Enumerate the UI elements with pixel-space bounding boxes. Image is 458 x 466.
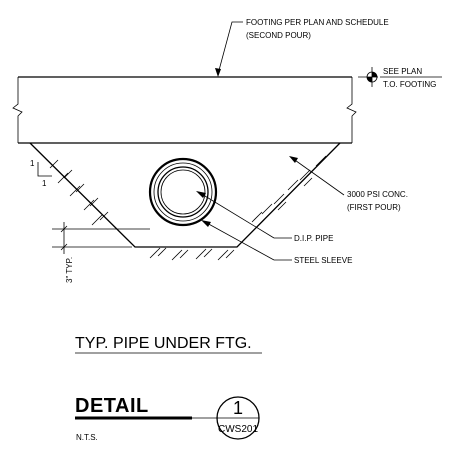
first-pour-trench <box>29 142 341 248</box>
detail-bubble: 1 CWS201 <box>216 396 260 440</box>
steel-sleeve-inner <box>153 162 213 222</box>
concrete-leader: 3000 PSI CONC. (FIRST POUR) <box>289 156 408 212</box>
concrete-note-line1: 3000 PSI CONC. <box>347 190 408 199</box>
typ-dimension: 3" TYP. <box>52 222 150 283</box>
pipe-assembly <box>148 157 218 227</box>
elevation-marker: SEE PLAN T.O. FOOTING <box>358 67 442 89</box>
sheet-reference: CWS201 <box>218 424 258 435</box>
see-plan-label: SEE PLAN <box>383 67 422 76</box>
detail-word: DETAIL <box>75 395 149 417</box>
steel-sleeve-outer <box>148 157 218 227</box>
detail-number: 1 <box>233 398 243 418</box>
footing-slab <box>12 76 357 144</box>
footing-note-line1: FOOTING PER PLAN AND SCHEDULE <box>246 18 389 27</box>
detail-title: TYP. PIPE UNDER FTG. <box>75 335 252 352</box>
dip-pipe-label: D.I.P. PIPE <box>294 234 333 243</box>
dip-pipe-leader: D.I.P. PIPE <box>196 191 333 243</box>
steel-sleeve-label: STEEL SLEEVE <box>294 256 352 265</box>
scale-note: N.T.S. <box>76 433 98 442</box>
to-footing-label: T.O. FOOTING <box>383 80 436 89</box>
steel-sleeve-leader: STEEL SLEEVE <box>201 220 352 265</box>
slope-run: 1 <box>42 179 47 188</box>
footing-note-line2: (SECOND POUR) <box>246 31 311 40</box>
footing-leader: FOOTING PER PLAN AND SCHEDULE (SECOND PO… <box>215 18 389 77</box>
dip-pipe-inner <box>160 169 206 215</box>
earth-hatching <box>49 155 327 261</box>
dip-pipe-outer <box>157 166 209 218</box>
concrete-note-line2: (FIRST POUR) <box>347 203 401 212</box>
detail-title-block: TYP. PIPE UNDER FTG. DETAIL N.T.S. <box>75 335 262 442</box>
slope-indicator: 1 1 <box>30 159 52 188</box>
slope-rise: 1 <box>30 159 35 168</box>
typ-dimension-label: 3" TYP. <box>65 257 74 283</box>
